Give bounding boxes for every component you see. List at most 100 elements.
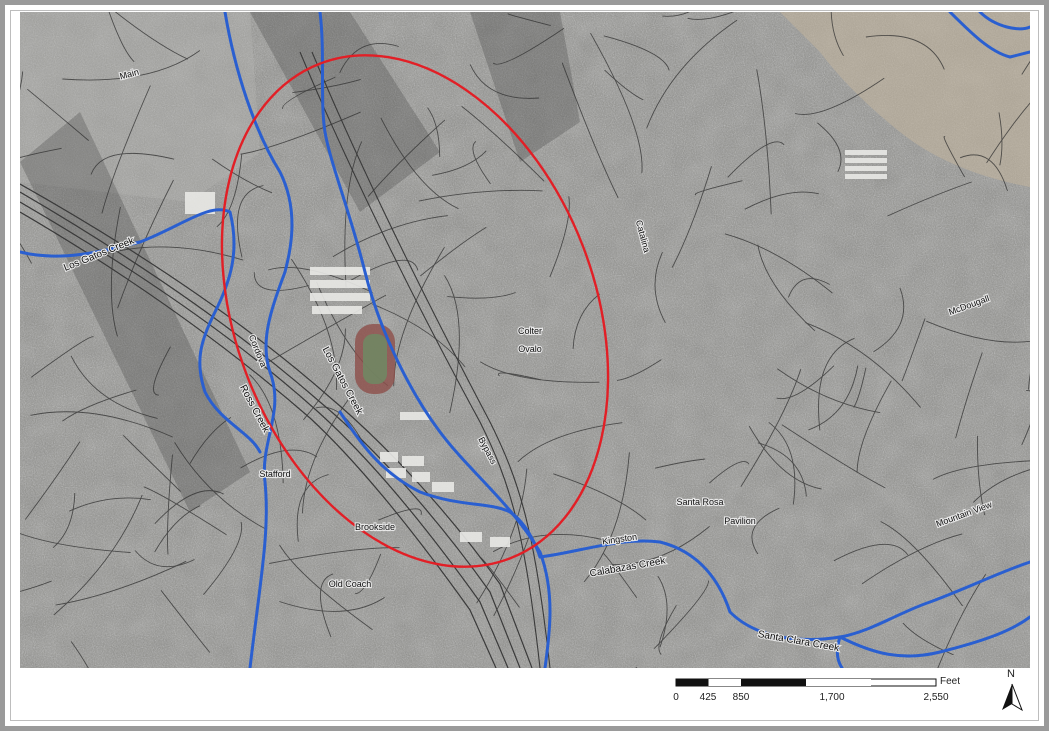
street-line bbox=[553, 473, 647, 521]
street-line bbox=[616, 359, 662, 381]
scale-tick-4: 2,550 bbox=[923, 692, 949, 703]
street-line bbox=[291, 258, 338, 390]
street-line bbox=[154, 490, 225, 525]
street-line bbox=[432, 150, 487, 176]
street-line bbox=[658, 605, 677, 655]
street-line bbox=[134, 550, 195, 568]
street-line bbox=[748, 425, 822, 490]
street-line bbox=[237, 185, 264, 258]
campus-buildings bbox=[185, 150, 887, 547]
street-line bbox=[211, 158, 273, 194]
road-label: Pavilion bbox=[724, 516, 756, 526]
street-line bbox=[143, 486, 227, 536]
road-label: Old Coach bbox=[329, 579, 372, 589]
street-line bbox=[472, 141, 491, 185]
map-area[interactable]: CordovaCatalinaBypassColterOvaloKingston… bbox=[20, 12, 1030, 668]
street-line bbox=[20, 580, 52, 592]
street-line bbox=[53, 494, 143, 616]
street-line bbox=[646, 19, 738, 129]
street-line bbox=[240, 111, 361, 155]
street-line bbox=[744, 191, 819, 210]
street-line bbox=[751, 507, 780, 555]
scale-bar: Feet 0 425 850 1,700 2,550 bbox=[660, 674, 980, 714]
street-line bbox=[62, 389, 137, 422]
street-line bbox=[174, 442, 268, 530]
street-line bbox=[427, 107, 441, 157]
creek-network bbox=[20, 12, 1030, 668]
street-line bbox=[344, 141, 363, 288]
road-label: Santa Rosa bbox=[676, 497, 723, 507]
street-line bbox=[861, 533, 963, 585]
downtown-area bbox=[20, 12, 260, 202]
street-line bbox=[654, 252, 666, 324]
street-line bbox=[998, 112, 1003, 166]
scale-tick-0: 0 bbox=[673, 692, 679, 703]
street-line bbox=[101, 85, 151, 214]
scale-unit-label: Feet bbox=[940, 676, 961, 687]
street-line bbox=[62, 50, 201, 81]
street-line bbox=[955, 352, 983, 439]
street-line bbox=[687, 12, 735, 20]
street-network bbox=[20, 12, 1030, 668]
street-line bbox=[367, 119, 446, 197]
street-line bbox=[604, 69, 644, 101]
street-line bbox=[830, 12, 844, 57]
street-line bbox=[517, 422, 623, 463]
street-line bbox=[610, 526, 710, 565]
street-line bbox=[937, 574, 987, 668]
street-line bbox=[296, 474, 329, 542]
street-line bbox=[24, 441, 81, 520]
street-line bbox=[279, 597, 385, 612]
street-line bbox=[902, 622, 954, 656]
street-line bbox=[20, 147, 62, 158]
street-line bbox=[777, 368, 881, 414]
street-line bbox=[27, 88, 89, 141]
street-line bbox=[378, 508, 422, 521]
street-line bbox=[740, 369, 802, 487]
street-line bbox=[986, 102, 1030, 164]
street-line bbox=[105, 246, 244, 261]
street-line bbox=[20, 533, 131, 553]
street-line bbox=[583, 452, 630, 583]
street-line bbox=[602, 552, 638, 598]
street-line bbox=[339, 42, 399, 73]
street-line bbox=[319, 573, 334, 638]
street-line bbox=[1021, 390, 1030, 446]
street-line bbox=[787, 278, 830, 298]
street-line bbox=[20, 71, 24, 91]
street-line bbox=[203, 521, 243, 595]
street-line bbox=[420, 226, 487, 277]
street-line bbox=[694, 180, 743, 196]
street-line bbox=[781, 424, 886, 489]
street-line bbox=[709, 461, 750, 484]
street-line bbox=[69, 497, 151, 512]
street-line bbox=[926, 320, 1030, 343]
street-line bbox=[279, 544, 373, 631]
street-line bbox=[853, 367, 867, 408]
street-line bbox=[653, 580, 709, 649]
hillside-area bbox=[780, 12, 1030, 187]
street-line bbox=[55, 560, 187, 606]
street-line bbox=[507, 13, 551, 27]
street-line bbox=[90, 153, 175, 175]
street-line bbox=[52, 492, 76, 548]
street-line bbox=[776, 365, 835, 400]
street-line bbox=[757, 442, 807, 497]
north-arrow-icon bbox=[1002, 683, 1023, 712]
scale-tick-1: 425 bbox=[699, 692, 717, 703]
street-line bbox=[216, 153, 243, 228]
study-area-ellipse[interactable] bbox=[152, 12, 678, 623]
street-line bbox=[561, 62, 619, 199]
street-line bbox=[282, 76, 336, 110]
street-line bbox=[808, 365, 859, 431]
street-line bbox=[469, 64, 540, 99]
north-label: N bbox=[1007, 668, 1015, 680]
street-line bbox=[70, 355, 158, 419]
street-line bbox=[590, 32, 643, 174]
street-line bbox=[444, 275, 460, 414]
street-line bbox=[122, 434, 181, 492]
scale-bar-graphic bbox=[675, 678, 937, 687]
street-line bbox=[114, 12, 189, 60]
street-line bbox=[856, 380, 892, 473]
road-label: Ovalo bbox=[518, 344, 542, 354]
